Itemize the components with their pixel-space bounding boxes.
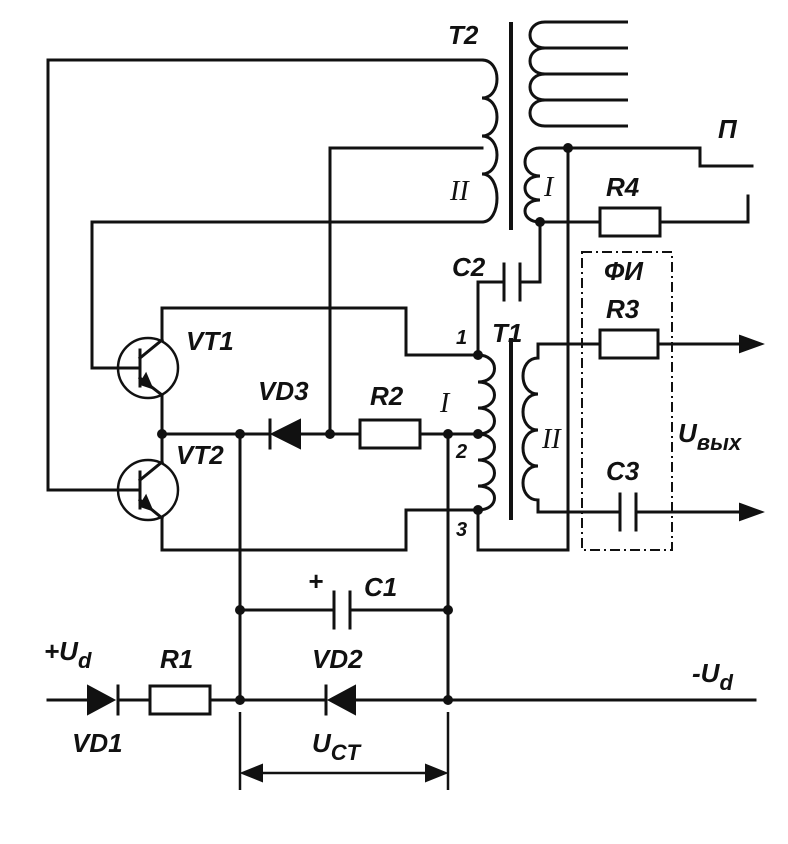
label-vd2: VD2 xyxy=(312,644,363,674)
label-u-out: Uвых xyxy=(678,418,742,455)
label-u-out-main: U xyxy=(678,418,698,448)
wire-vt1-base xyxy=(90,220,484,370)
label-t2: T2 xyxy=(448,20,479,50)
label-c1-plus: + xyxy=(308,566,323,596)
t2-winding-i xyxy=(523,146,541,224)
label-t1: T1 xyxy=(492,318,522,348)
resistor-r1 xyxy=(148,684,212,716)
label-vd3: VD3 xyxy=(258,376,309,406)
resistor-r2 xyxy=(358,418,422,450)
t1-winding-ii xyxy=(521,356,539,502)
label-u-st: UCT xyxy=(312,728,362,765)
junction-dots xyxy=(157,143,573,705)
ust-dimension-arrow xyxy=(238,712,450,790)
label-c2: C2 xyxy=(452,252,486,282)
label-t2-winding-i: I xyxy=(543,172,555,203)
label-t1-winding-i: I xyxy=(439,388,451,419)
label-r3: R3 xyxy=(606,294,640,324)
fi-block-frame xyxy=(581,251,673,551)
t2-winding-ii xyxy=(481,58,499,224)
label-vt1: VT1 xyxy=(186,326,234,356)
label-u-out-sub: вых xyxy=(697,430,742,455)
label-plus-ud: +Ud xyxy=(44,636,92,673)
transformer-t2 xyxy=(481,20,628,230)
transistor-vt2 xyxy=(116,458,180,522)
label-t2-winding-ii: II xyxy=(449,176,470,207)
wire-sec-top xyxy=(536,342,602,360)
label-plus-ud-main: +U xyxy=(44,636,79,666)
label-u-st-sub: CT xyxy=(331,740,362,765)
label-pin-3: 3 xyxy=(456,519,467,541)
label-t1-winding-ii: II xyxy=(541,424,562,455)
diode-vd2 xyxy=(324,684,356,716)
transformer-t1 xyxy=(477,338,539,520)
diode-vd3 xyxy=(268,418,301,450)
label-c1: C1 xyxy=(364,572,397,602)
label-minus-ud-main: -U xyxy=(692,658,721,688)
wire-vt2-base xyxy=(46,58,484,492)
transistor-vt1 xyxy=(116,336,180,400)
output-arrow-top xyxy=(739,334,765,354)
label-plus-ud-sub: d xyxy=(78,648,92,673)
wire-vt2-emitter xyxy=(160,508,480,552)
wire-vt1-collector xyxy=(160,306,480,357)
label-pin-1: 1 xyxy=(456,327,467,349)
label-minus-ud-sub: d xyxy=(719,670,733,695)
label-c3: C3 xyxy=(606,456,640,486)
wire-c2-right xyxy=(520,220,542,284)
wire-t2-switch xyxy=(538,146,702,168)
label-r4: R4 xyxy=(606,172,640,202)
label-r2: R2 xyxy=(370,381,404,411)
label-switch-p: П xyxy=(718,114,738,144)
label-vt2: VT2 xyxy=(176,440,224,470)
diode-vd1 xyxy=(87,684,120,716)
label-pin-2: 2 xyxy=(455,441,467,463)
label-u-st-main: U xyxy=(312,728,332,758)
resistor-r3 xyxy=(598,328,660,360)
wire-t2-tap xyxy=(328,146,484,436)
label-fi: ФИ xyxy=(604,256,644,286)
output-arrow-bottom xyxy=(739,502,765,522)
resistor-r4 xyxy=(598,206,662,238)
t2-upper-windings xyxy=(528,20,628,128)
label-vd1: VD1 xyxy=(72,728,123,758)
capacitor-c1 xyxy=(332,590,352,630)
capacitor-c2 xyxy=(502,262,522,302)
wire-sec-bottom xyxy=(536,498,622,514)
wire-c2-left xyxy=(476,280,504,357)
label-r1: R1 xyxy=(160,644,193,674)
wire-pin3-rail xyxy=(476,146,570,552)
wire-switch-r4 xyxy=(658,194,750,224)
capacitor-c3 xyxy=(618,492,638,532)
wires xyxy=(46,58,757,702)
label-minus-ud: -Ud xyxy=(692,658,733,695)
